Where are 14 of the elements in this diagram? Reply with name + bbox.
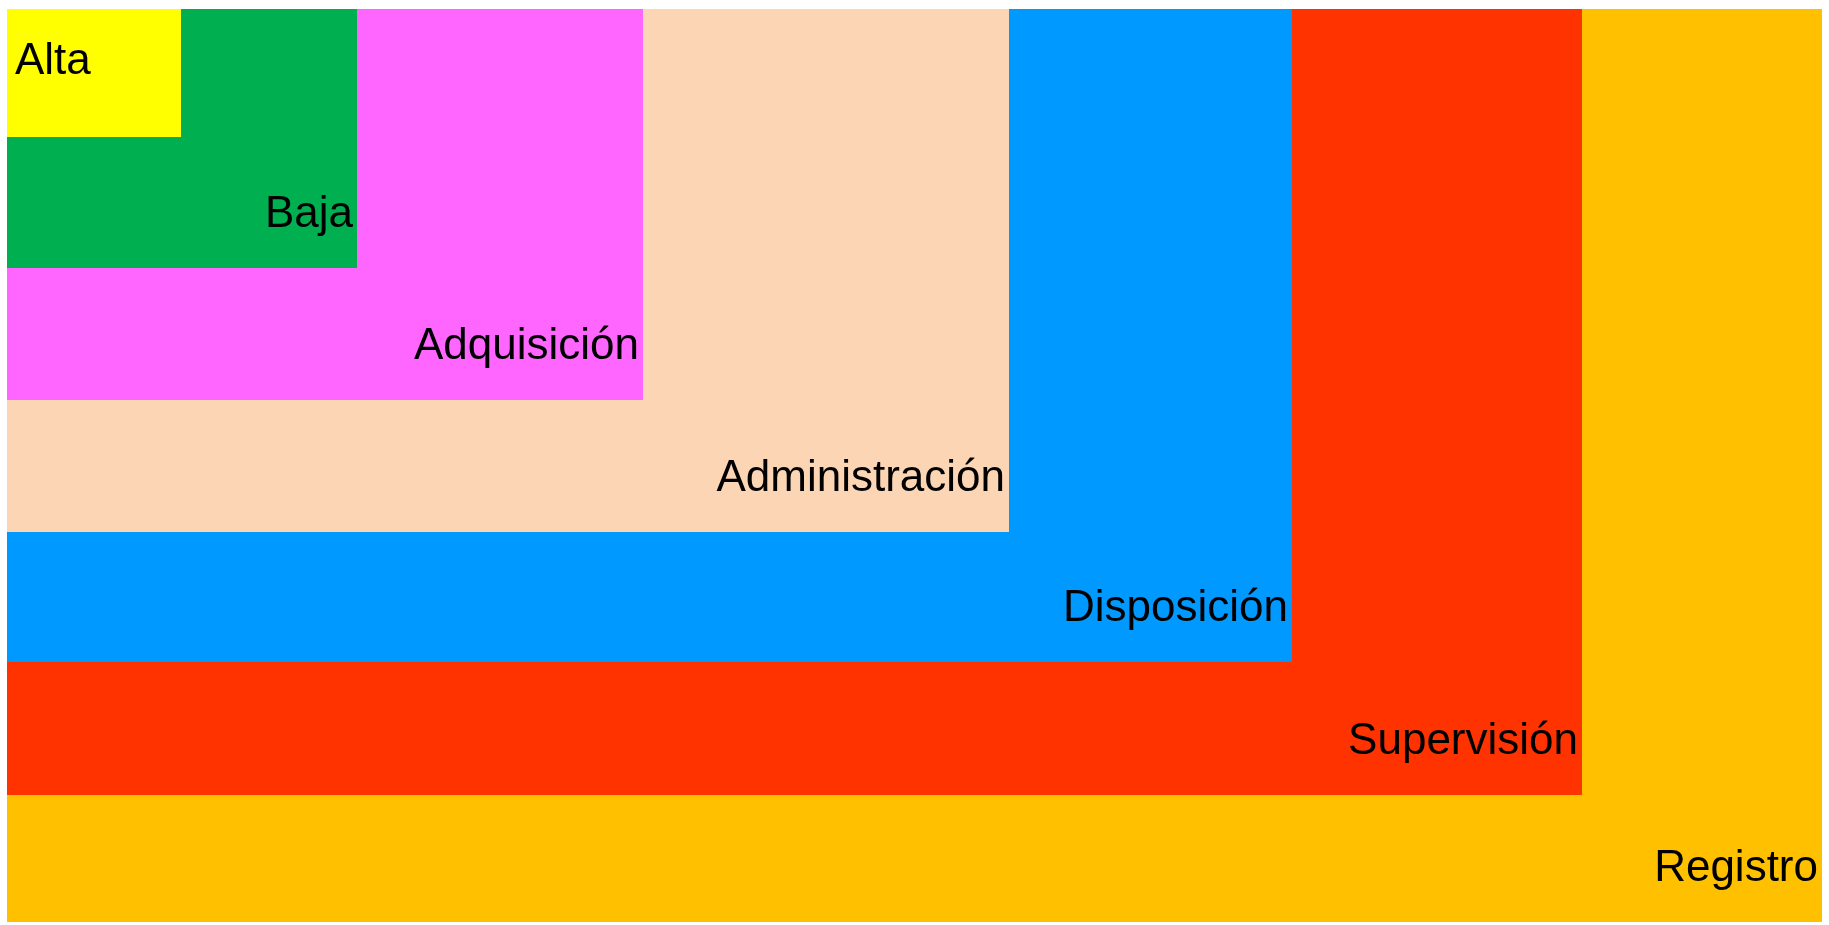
area-label: Administración <box>716 454 1005 498</box>
area-label: Supervisión <box>1348 717 1578 761</box>
nested-area <box>7 9 1822 922</box>
area-label: Registro <box>1654 844 1818 888</box>
area-label: Disposición <box>1063 584 1288 628</box>
nested-area <box>7 9 357 268</box>
nested-area <box>7 9 1009 532</box>
nested-area <box>7 9 1582 795</box>
nested-area <box>7 9 643 400</box>
nested-area <box>7 9 1292 662</box>
nested-area <box>7 9 181 137</box>
area-label: Baja <box>264 190 353 234</box>
area-label: Alta <box>15 37 91 81</box>
area-label: Adquisición <box>413 322 639 366</box>
